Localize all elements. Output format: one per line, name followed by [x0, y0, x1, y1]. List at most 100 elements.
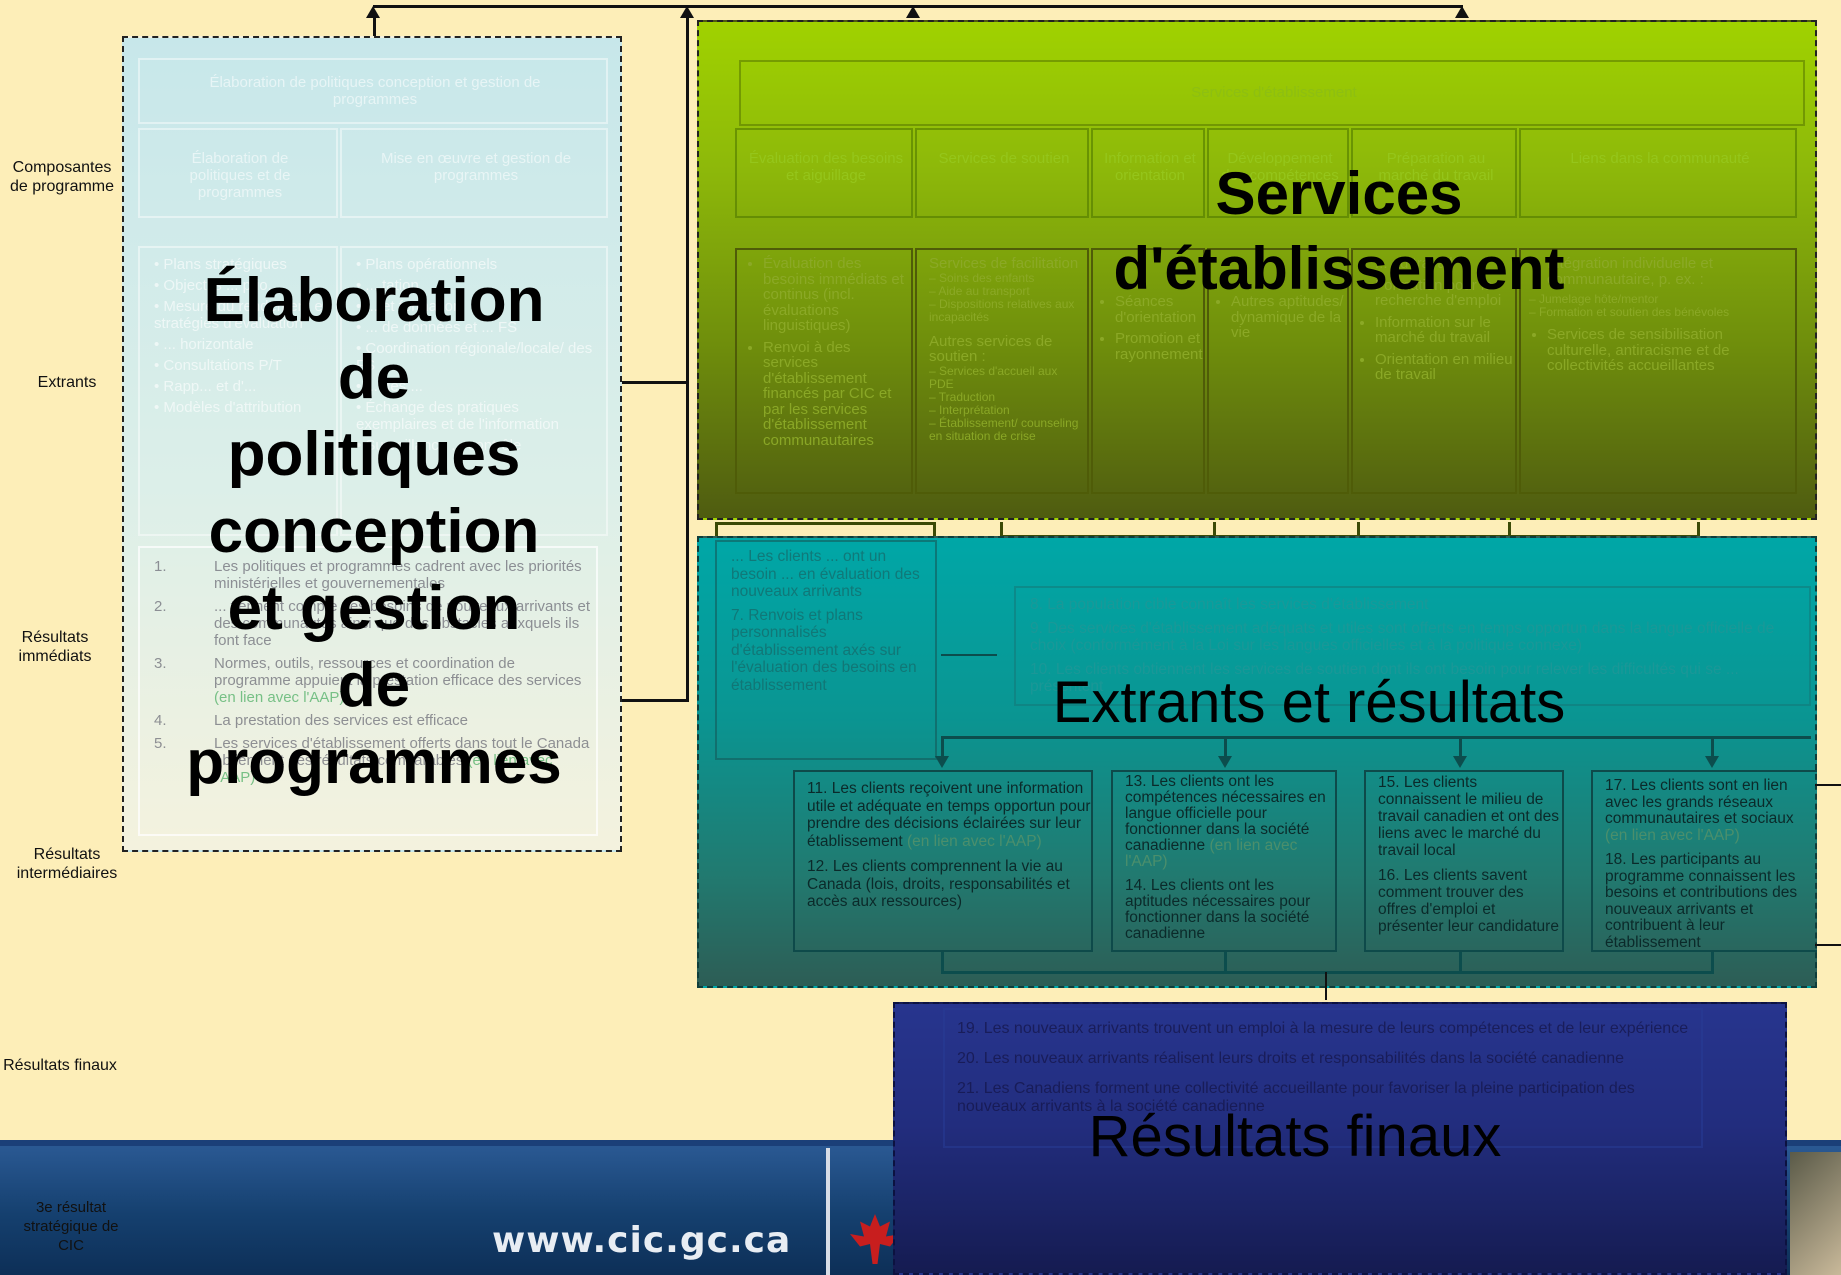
policy-output-item: • Échange des pratiques exemplaires et d… — [356, 399, 559, 433]
final-panel: 19. Les nouveaux arrivants trouvent un e… — [893, 1002, 1787, 1275]
policy-results-list: 1.Les politiques et programmes cadrent a… — [154, 558, 594, 792]
intermediate-box-2: 13. Les clients ont les compétences néce… — [1111, 770, 1337, 952]
services-output-item: – Interprétation — [929, 402, 1010, 417]
footer-photo — [1790, 1152, 1841, 1275]
out-connector — [941, 654, 997, 656]
policy-result-row: 3. Normes, outils, ressources et coordina… — [154, 655, 594, 706]
policy-outputs-left: • Plans stratégiques• Objectifs ... prio… — [138, 246, 338, 536]
policy-comp-left-label: Élaboration de politiques et de programm… — [189, 150, 291, 201]
intermediate-list-4: 17. Les clients sont en lien avec les gr… — [1605, 777, 1823, 959]
policy-result-text: La prestation des services est efficace — [214, 712, 468, 729]
services-subhead: Services de facilitation — [929, 255, 1079, 272]
result-item-12: 12. Les clients comprennent la vie au Ca… — [807, 858, 1070, 910]
policy-result-text: Normes, outils, ressources et coordinati… — [214, 655, 594, 706]
arrow-up-icon — [1455, 6, 1469, 18]
services-header: Services d'établissement — [1191, 84, 1357, 101]
services-title-text: Services d'établissement — [1113, 160, 1565, 302]
policy-result-text: ... tiennent compte des besoins de nouve… — [214, 598, 594, 649]
services-output-item: Information sur le marché du travail — [1375, 314, 1515, 346]
outcome-left-item: 7. Renvois et plans personnalisés d'étab… — [731, 606, 917, 694]
policy-title-text: Élaboration de politiques conception et … — [186, 266, 562, 797]
connector-vertical — [373, 14, 376, 38]
services-output-list: Services de sensibilisation culturelle, … — [1529, 327, 1791, 374]
services-output-list: – Services d'accueil aux PDE– Traduction… — [929, 363, 1085, 443]
policy-result-text: Les politiques et programmes cadrent ave… — [214, 558, 594, 592]
outcomes-panel: ... Les clients ... ont un besoin ... en… — [697, 536, 1817, 988]
out-connector — [941, 952, 944, 974]
services-output-item: Évaluation des besoins immédiats et cont… — [763, 256, 905, 334]
policy-output-item: • Surveillance ... contrôle — [356, 437, 522, 454]
policy-title: Élaboration de politiques conception et … — [134, 262, 614, 801]
policy-output-item: • Rapp... et d'... — [154, 378, 257, 395]
out-connector — [1459, 952, 1462, 974]
policy-output-item: • Consultations P/T — [154, 357, 282, 374]
services-output-item: Intégration individuelle et communautair… — [1547, 256, 1791, 287]
result-item-14: 14. Les clients ont les aptitudes nécess… — [1125, 877, 1311, 942]
footer-divider — [826, 1148, 830, 1275]
services-output-column: Intégration individuelle et communautair… — [1519, 248, 1797, 494]
intermediate-list-1: 11. Les clients reçoivent une informatio… — [807, 780, 1097, 919]
label-final: Résultats finaux — [3, 1057, 117, 1074]
connector-vertical — [686, 14, 689, 702]
immediate-results-box: 8. La population cible connaît les servi… — [1014, 586, 1811, 706]
arrow-up-icon — [906, 6, 920, 18]
svc-out-line — [715, 522, 718, 542]
services-component-box: Liens dans la communauté — [1519, 128, 1797, 218]
out-connector — [1711, 736, 1714, 758]
immediate-result-item: 9. Des services d'établissement adéquats… — [1030, 619, 1775, 655]
policy-output-item: • Coordination régionale/locale/ des FS — [356, 340, 593, 374]
policy-outputs-left-list: • Plans stratégiques• Objectifs ... prio… — [154, 256, 334, 420]
outcomes-left-list: ... Les clients ... ont un besoin ... en… — [731, 548, 927, 700]
footer-url[interactable]: www.cic.gc.ca — [492, 1220, 792, 1261]
policy-output-item: • Modèles d'attribution — [154, 399, 302, 416]
policy-panel: Élaboration de politiques conception et … — [122, 36, 622, 852]
final-connector — [1325, 972, 1327, 1000]
services-component-label: Services de soutien — [938, 150, 1070, 167]
services-output-item: – Jumelage hôte/mentor — [1529, 292, 1659, 306]
final-result-item: 21. Les Canadiens forment une collectivi… — [957, 1080, 1635, 1115]
result-item-11: 11. Les clients reçoivent une informatio… — [807, 780, 1091, 850]
arrow-down-icon — [1453, 756, 1467, 768]
policy-output-item: • ... et formation — [356, 298, 462, 315]
out-connector — [941, 736, 1811, 739]
policy-output-item: • ... de données et ... FS — [356, 319, 518, 336]
services-output-list: – Jumelage hôte/mentor– Formation et sou… — [1529, 293, 1791, 319]
services-header-box: Services d'établissement — [739, 60, 1805, 126]
services-panel: Services d'établissement Évaluation des … — [697, 20, 1817, 520]
policy-output-item: • Objectifs ... prio... — [154, 277, 281, 294]
policy-result-number: 3. — [154, 655, 167, 672]
immediate-result-item: 10. Les clients obtiennent les services … — [1030, 660, 1739, 696]
policy-output-item: • ... horizontale — [154, 336, 254, 353]
services-output-column: Services de facilitation– Soins des enfa… — [915, 248, 1089, 494]
services-output-list: Autres aptitudes/ dynamique de la vie — [1213, 294, 1347, 341]
immediate-results-list: 8. La population cible connaît les servi… — [1030, 596, 1800, 702]
services-output-column: Évaluation des besoins immédiats et cont… — [735, 248, 913, 494]
out-connector — [941, 971, 1714, 974]
policy-output-item: • ... des ... — [356, 378, 423, 395]
policy-outputs-right-list: • Plans opérationnels• ... tation• ... e… — [356, 256, 596, 458]
services-output-item: – Établissement/ counseling en situation… — [929, 415, 1079, 443]
arrow-down-icon — [935, 756, 949, 768]
services-component-label: Liens dans la communauté — [1570, 150, 1750, 167]
intermediate-box-1: 11. Les clients reçoivent une informatio… — [793, 770, 1093, 952]
out-connector — [1224, 736, 1227, 758]
services-title: Services d'établissement — [1039, 156, 1639, 306]
services-output-column: ... au travailFormation pour la recherch… — [1351, 248, 1517, 494]
svc-out-line — [1000, 522, 1003, 540]
label-intermediate: Résultats intermédiaires — [16, 846, 118, 882]
policy-result-label: Les politiques et programmes cadrent ave… — [214, 558, 582, 592]
policy-result-row: 1.Les politiques et programmes cadrent a… — [154, 558, 594, 592]
arrow-down-icon — [1705, 756, 1719, 768]
policy-result-row: 4.La prestation des services est efficac… — [154, 712, 594, 729]
final-result-item: 19. Les nouveaux arrivants trouvent un e… — [957, 1020, 1689, 1037]
services-output-item: Services de sensibilisation culturelle, … — [1547, 327, 1791, 374]
label-strategic: 3e résultat stratégique de CIC — [23, 1199, 119, 1254]
services-component-box: Services de soutien — [915, 128, 1089, 218]
services-output-item: Promotion et rayonnement — [1115, 331, 1203, 362]
policy-outputs-right: • Plans opérationnels• ... tation• ... e… — [340, 246, 608, 536]
services-output-item: Autres aptitudes/ dynamique de la vie — [1231, 294, 1347, 341]
services-output-item: – Services d'accueil aux PDE — [929, 363, 1058, 391]
policy-result-label: La prestation des services est efficace — [214, 712, 469, 729]
out-connector — [1459, 736, 1462, 758]
services-output-list: Séances d'orientationPromotion et rayonn… — [1097, 294, 1203, 362]
